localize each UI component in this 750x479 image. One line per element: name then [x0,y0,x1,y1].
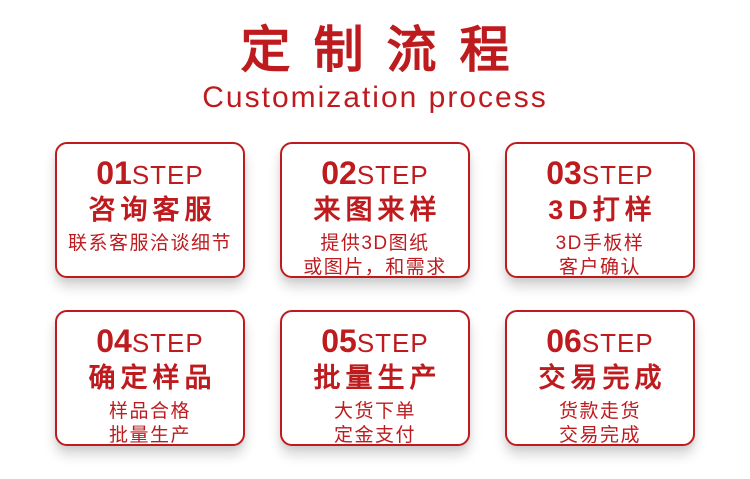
step-title: 确定样品 [88,363,217,393]
step-word: STEP [131,328,204,358]
step-desc-line: 大货下单 [333,400,416,422]
step-desc: 联系客服洽谈细节 [68,232,232,256]
step-desc: 货款走货交易完成 [559,400,641,448]
step-desc-line: 3D手板样 [555,232,645,254]
step-desc-line: 提供3D图纸 [320,232,430,254]
step-word: STEP [131,160,204,190]
step-desc: 提供3D图纸或图片，和需求 [303,232,447,280]
step-word: STEP [356,160,429,190]
step-desc-line: 定金支付 [333,424,416,446]
step-title: 交易完成 [538,363,667,393]
step-title: 来图来样 [313,195,442,225]
page-subtitle: Customization process [202,81,548,114]
step-desc-line: 客户确认 [558,256,641,278]
step-desc: 样品合格批量生产 [109,400,191,448]
step-desc-line: 样品合格 [108,400,191,422]
step-number: 04 [96,323,132,359]
step-desc-line: 批量生产 [108,424,191,446]
step-number: 01 [96,155,132,191]
step-number: 05 [321,323,357,359]
step-title: 批量生产 [313,363,442,393]
page-title: 定制流程 [240,22,533,78]
step-number: 02 [321,155,357,191]
header: 定制流程 Customization process [0,0,750,115]
step-number: 03 [546,155,582,191]
step-desc-line: 交易完成 [558,424,641,446]
step-desc-line: 联系客服洽谈细节 [67,232,232,254]
step-title: 咨询客服 [88,195,217,225]
step-word: STEP [356,328,429,358]
step-desc: 3D手板样客户确认 [556,232,645,280]
step-desc-line: 货款走货 [558,400,641,422]
step-title: 3D打样 [548,195,657,225]
step-desc-line: 或图片，和需求 [303,256,447,278]
step-number: 06 [546,323,582,359]
step-desc: 大货下单定金支付 [334,400,416,448]
step-word: STEP [581,160,654,190]
step-word: STEP [581,328,654,358]
